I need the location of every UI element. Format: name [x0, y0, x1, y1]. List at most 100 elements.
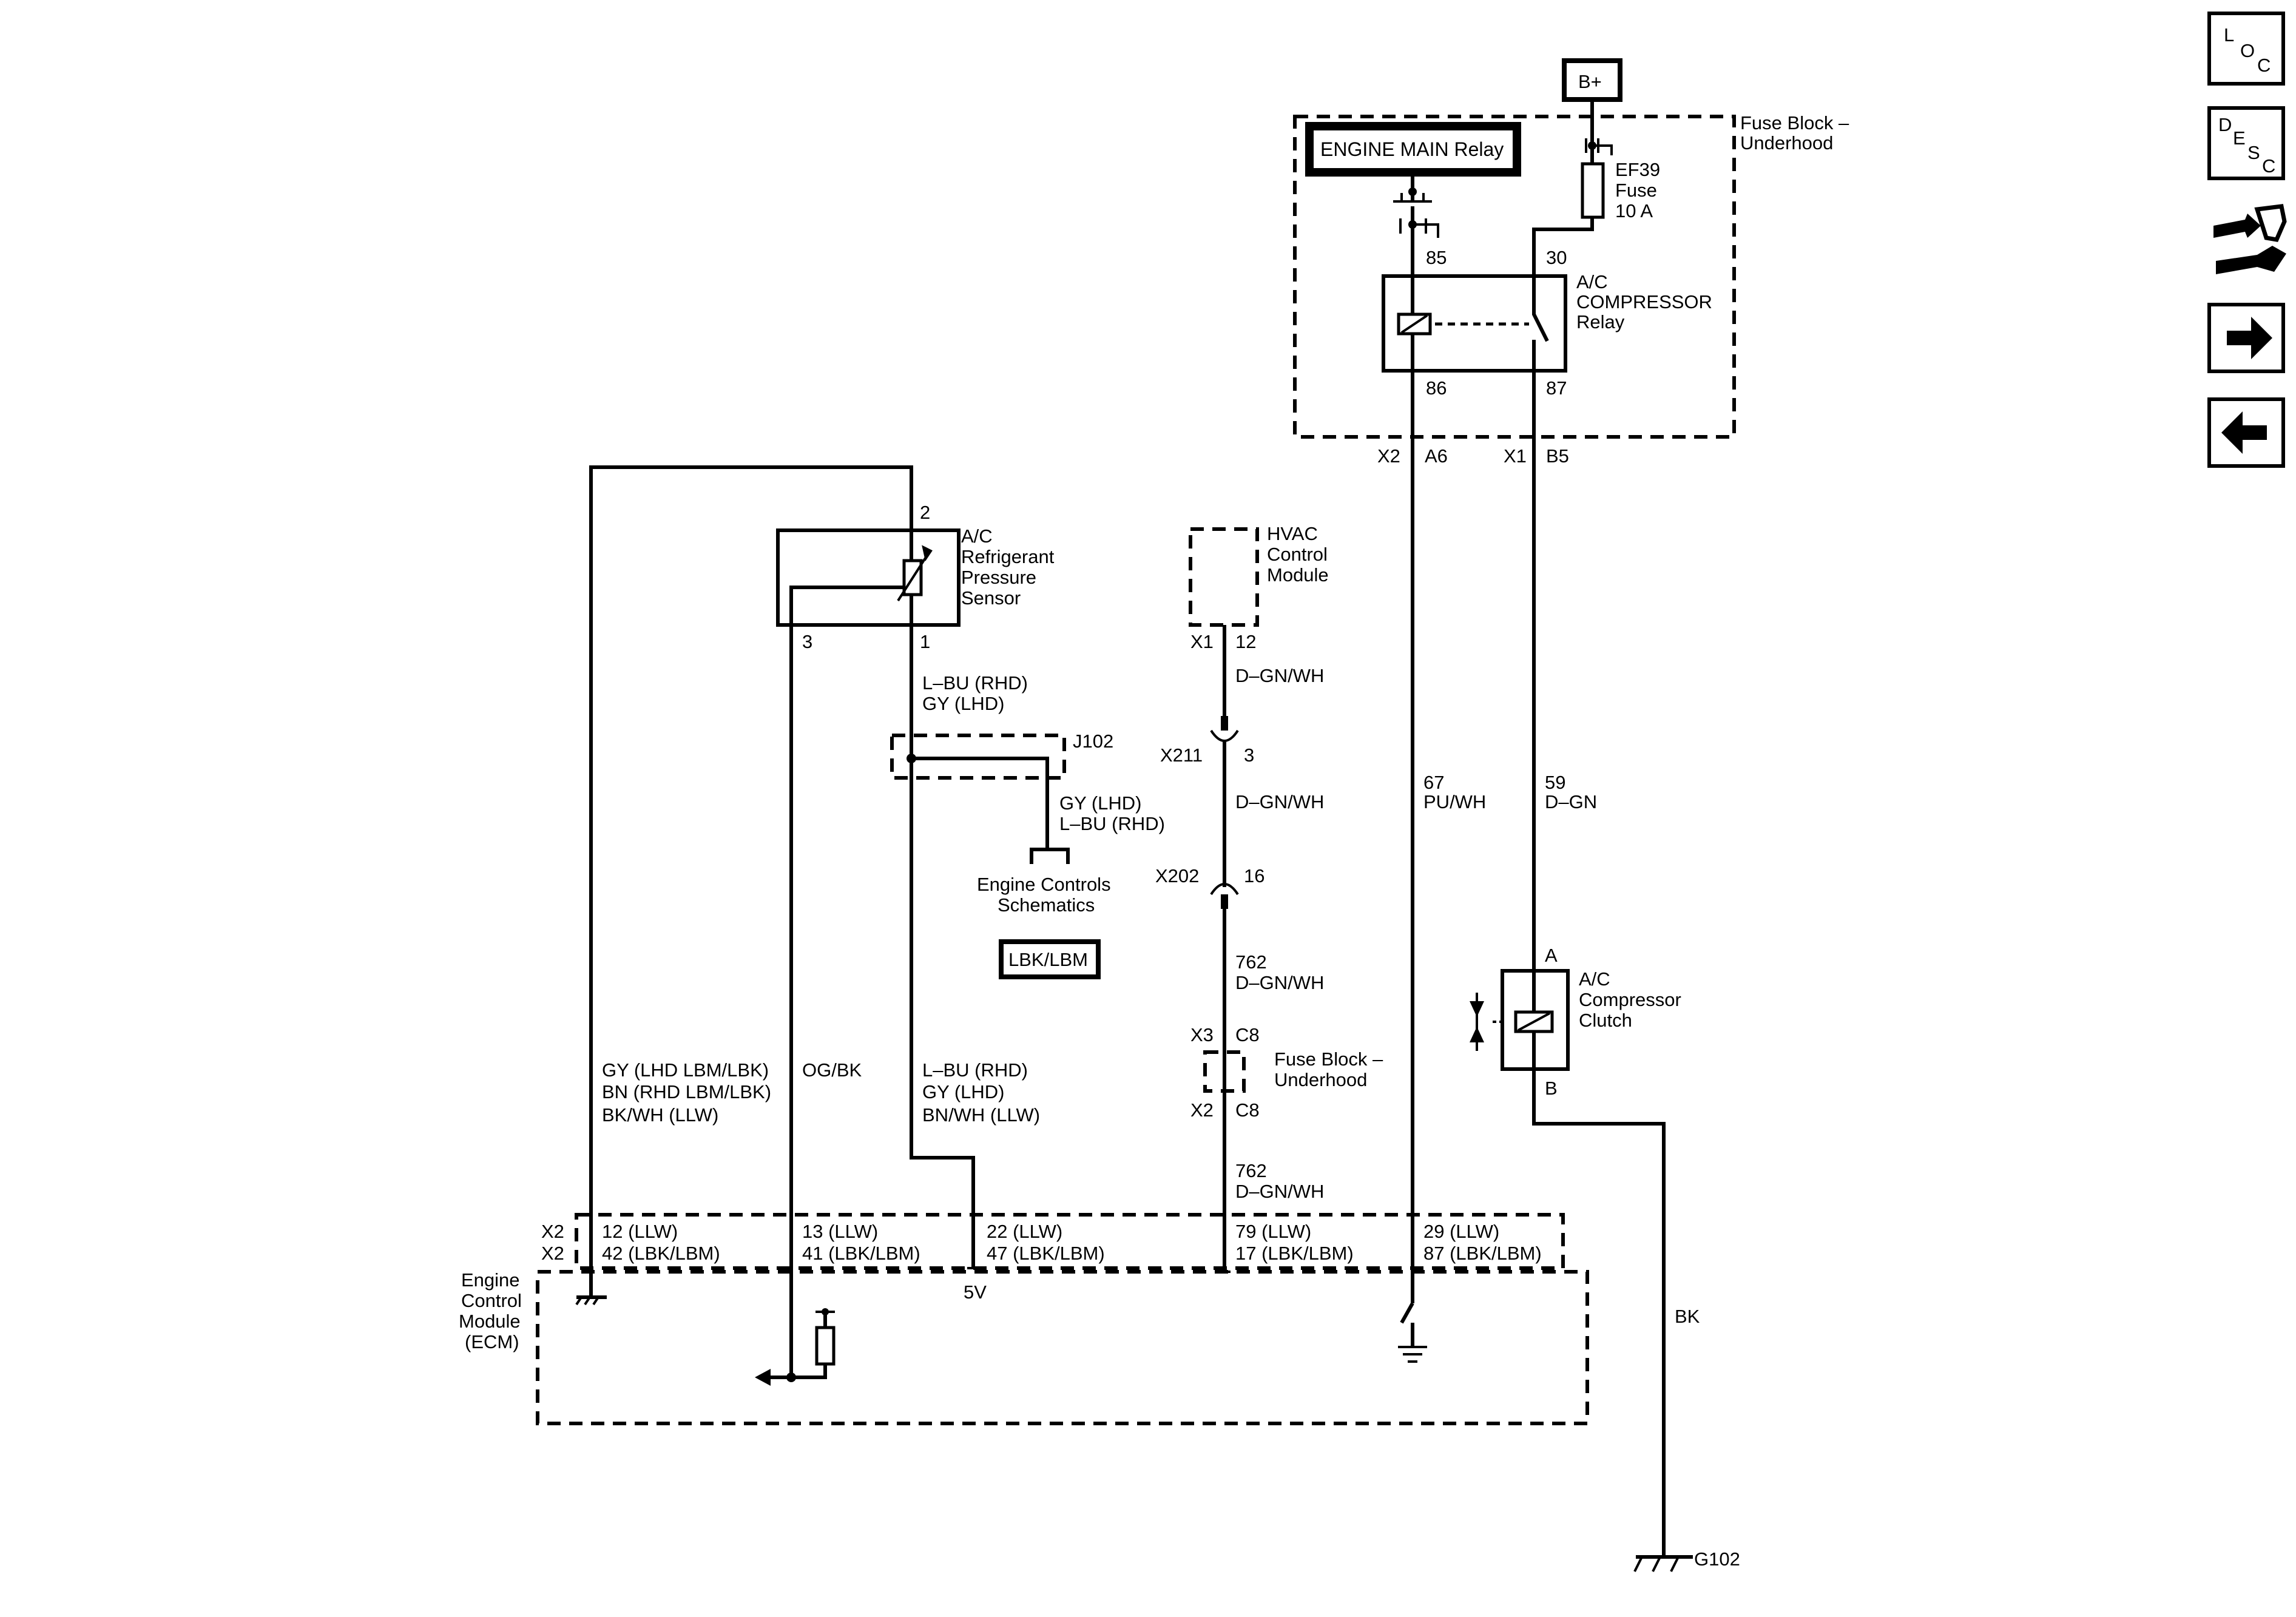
ecm-pin2-b: 41 (LBK/LBM) — [802, 1243, 920, 1264]
ac-compressor-relay — [1382, 274, 1567, 373]
loc-c: C — [2257, 55, 2271, 76]
wire-59-color: D–GN — [1545, 791, 1597, 812]
ecm-pin4-a: 79 (LLW) — [1235, 1221, 1311, 1242]
wire-sensor-top — [589, 465, 913, 1297]
ecm-pin3-b: 47 (LBK/LBM) — [987, 1243, 1105, 1264]
connector-wrench-icon — [2213, 204, 2287, 274]
wire-59-circuit: 59 — [1545, 772, 1565, 793]
conn-x3-label: X3 — [1190, 1024, 1214, 1045]
relay-pin-30: 30 — [1546, 247, 1567, 268]
fuse-rating: 10 A — [1615, 200, 1653, 221]
hvac-label-line1: HVAC — [1267, 523, 1318, 544]
sensor-pin-3: 3 — [802, 631, 812, 652]
wire-bk — [1532, 1069, 1666, 1557]
sensor-wire-label-b: GY (LHD) — [922, 693, 1005, 714]
ecm-conn-x2-b: X2 — [541, 1243, 564, 1264]
splice-wire-label-b: L–BU (RHD) — [1059, 813, 1165, 834]
ecm-low-ref-ground-icon — [575, 1295, 607, 1306]
loc-o: O — [2240, 40, 2255, 61]
wire-bk-label: BK — [1675, 1306, 1700, 1327]
ecm-label-line1: Engine — [461, 1269, 520, 1291]
engine-controls-ref-line2[interactable]: Schematics — [998, 894, 1095, 916]
clutch-label-line3: Clutch — [1579, 1010, 1632, 1031]
ecm-label-line3: Module — [459, 1311, 521, 1332]
relay-label-line3: Relay — [1576, 311, 1625, 333]
ecm-pin4-b: 17 (LBK/LBM) — [1235, 1243, 1354, 1264]
ground-g102-label: G102 — [1694, 1548, 1740, 1570]
ecm-wire3-label-a: L–BU (RHD) — [922, 1059, 1028, 1081]
bplus-label: B+ — [1578, 71, 1602, 92]
loc-l: L — [2224, 24, 2234, 46]
ecm-wire1-label-c: BK/WH (LLW) — [602, 1104, 718, 1126]
conn-x1-label: X1 — [1504, 445, 1527, 467]
ecm-wire1-label-a: GY (LHD LBM/LBK) — [602, 1059, 769, 1081]
engine-main-relay-label: ENGINE MAIN Relay — [1320, 138, 1504, 160]
hvac-wire-label-2: D–GN/WH — [1235, 791, 1324, 812]
ecm-low-side-driver-icon — [1398, 1302, 1427, 1363]
ecm-pin5-a: 29 (LLW) — [1423, 1221, 1499, 1242]
desc-button[interactable]: D E S C — [2207, 106, 2285, 180]
wire-67-circuit: 67 — [1423, 772, 1444, 793]
fuse-block-label-line2: Underhood — [1740, 132, 1833, 154]
option-lbk-lbm-label: LBK/LBM — [1008, 949, 1088, 970]
fuse-block-c8-label-2: Underhood — [1274, 1069, 1367, 1090]
fuse-name: EF39 — [1615, 159, 1660, 180]
engine-control-module — [536, 1270, 1589, 1425]
relay-label-line1: A/C — [1576, 271, 1608, 292]
relay-pin-87: 87 — [1546, 377, 1567, 399]
sensor-pin-2: 2 — [920, 502, 930, 523]
splice-wire-label-a: GY (LHD) — [1059, 792, 1142, 814]
hvac-label-line2: Control — [1267, 544, 1328, 565]
sensor-label-line3: Pressure — [961, 567, 1036, 588]
ecm-conn-x2-a: X2 — [541, 1221, 564, 1242]
conn-x211-label: X211 — [1160, 744, 1203, 766]
conn-x2-label: X2 — [1377, 445, 1400, 467]
hvac-wire-label-1: D–GN/WH — [1235, 665, 1324, 686]
loc-button[interactable]: L O C — [2207, 12, 2285, 86]
ecm-wire3-label-c: BN/WH (LLW) — [922, 1104, 1040, 1126]
ecm-pin2-a: 13 (LLW) — [802, 1221, 878, 1242]
conn-x2-c8-label: X2 — [1190, 1099, 1214, 1121]
relay-label-line2: COMPRESSOR — [1576, 291, 1712, 312]
ecm-wire2-label: OG/BK — [802, 1059, 862, 1081]
desc-e: E — [2233, 127, 2246, 149]
ecm-pin3-a: 22 (LLW) — [987, 1221, 1062, 1242]
hvac-pin-12: 12 — [1235, 631, 1256, 652]
previous-page-button[interactable] — [2207, 397, 2285, 468]
clutch-label-line1: A/C — [1579, 968, 1610, 990]
relay-pin-86: 86 — [1426, 377, 1447, 399]
sensor-label-line2: Refrigerant — [961, 546, 1055, 567]
fuse-block-label-line1: Fuse Block – — [1740, 112, 1849, 133]
desc-c: C — [2262, 155, 2275, 177]
hvac-wire-label-4: D–GN/WH — [1235, 1181, 1324, 1202]
fuse-block-underhood-c8 — [1203, 1050, 1246, 1093]
wire-sensor-signal — [910, 625, 975, 1268]
bplus-terminal: B+ — [1562, 58, 1622, 102]
clutch-pin-a: A — [1545, 945, 1558, 966]
splice-j102-label: J102 — [1073, 731, 1113, 752]
engine-main-relay: ENGINE MAIN Relay — [1305, 122, 1521, 177]
engine-controls-ref-line1[interactable]: Engine Controls — [977, 874, 1111, 895]
connector-tools-button[interactable] — [2213, 204, 2287, 274]
option-lbk-lbm-box: LBK/LBM — [999, 939, 1101, 979]
clutch-label-line2: Compressor — [1579, 989, 1681, 1010]
hvac-wire-label-3: D–GN/WH — [1235, 972, 1324, 993]
sensor-label-line1: A/C — [961, 525, 993, 547]
ecm-label-line4: (ECM) — [465, 1331, 519, 1352]
ground-g102-icon — [1633, 1555, 1693, 1572]
ecm-wire3-label-b: GY (LHD) — [922, 1081, 1005, 1102]
fuse-type: Fuse — [1615, 180, 1657, 201]
fuse-block-c8-label-1: Fuse Block – — [1274, 1048, 1383, 1070]
desc-s: S — [2247, 142, 2260, 163]
conn-x211-pin: 3 — [1244, 744, 1254, 766]
desc-d: D — [2218, 114, 2232, 135]
next-page-button[interactable] — [2207, 303, 2285, 373]
wire-67-color: PU/WH — [1423, 791, 1486, 812]
fuse-block-underhood-top — [1293, 115, 1736, 439]
conn-c8-top: C8 — [1235, 1024, 1260, 1045]
ef39-fuse — [1581, 162, 1605, 219]
arrow-right-icon — [2227, 317, 2272, 359]
conn-b5-label: B5 — [1546, 445, 1569, 467]
hvac-circuit-1: 762 — [1235, 951, 1267, 973]
